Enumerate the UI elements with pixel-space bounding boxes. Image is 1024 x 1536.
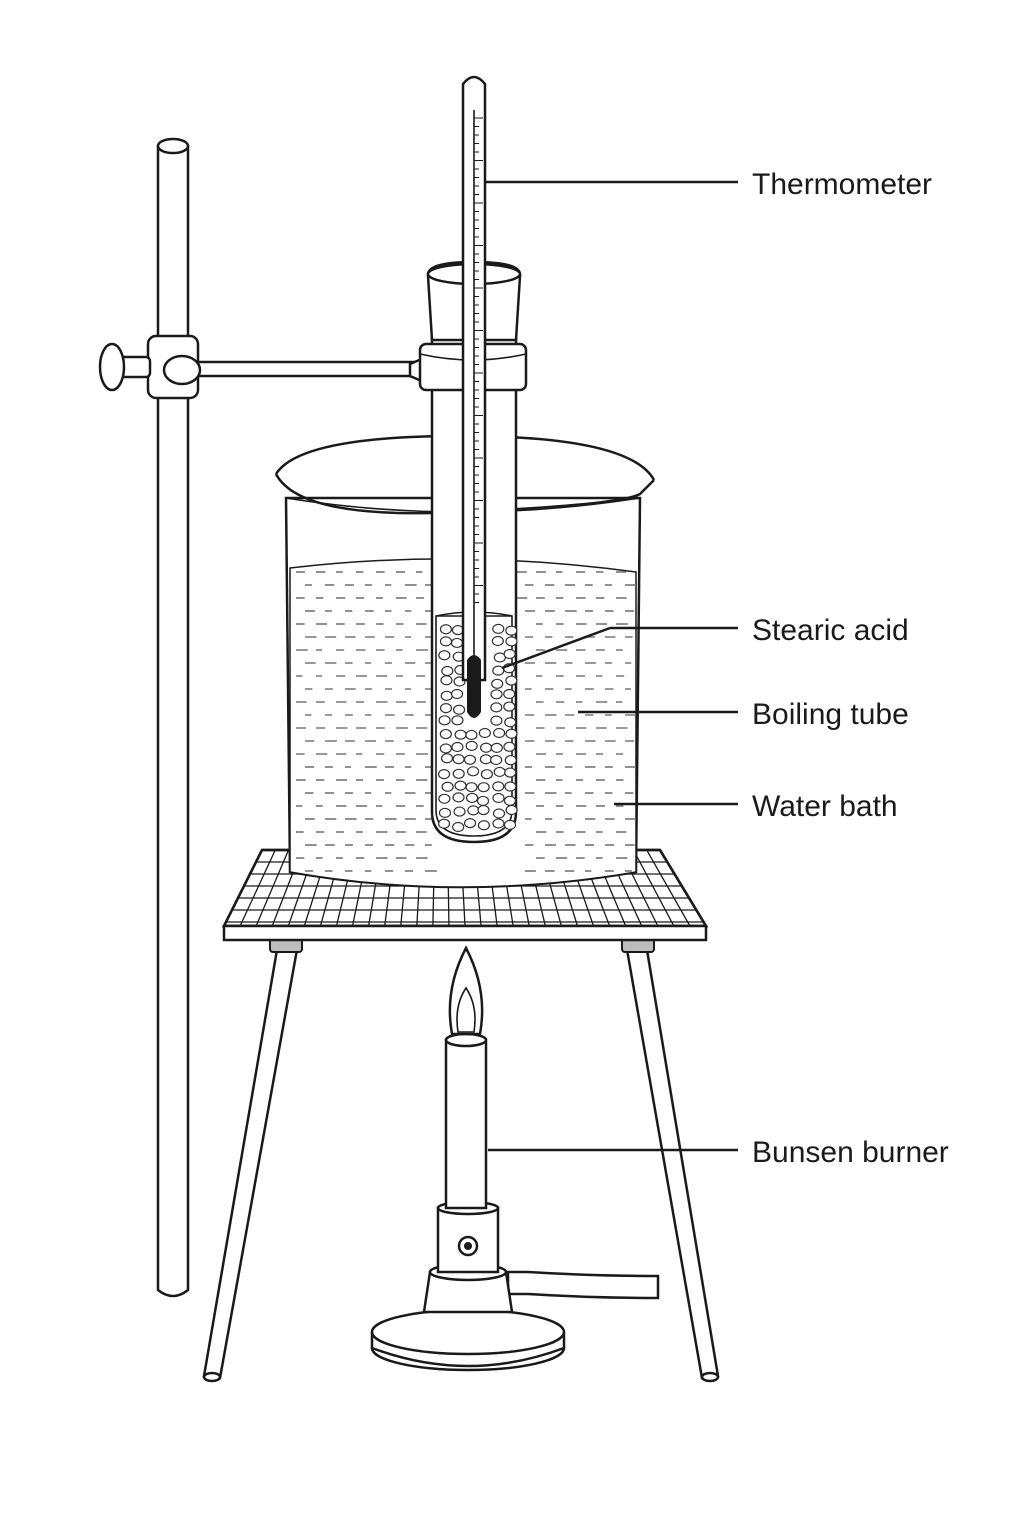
flame-icon — [448, 945, 484, 1036]
leader-lines — [486, 180, 738, 1152]
water-bath-label: Water bath — [752, 790, 898, 823]
boiling-tube-label: Boiling tube — [752, 698, 909, 731]
boiling-tube — [418, 260, 528, 844]
clamp-arm — [98, 334, 426, 400]
stearic-acid-label: Stearic acid — [752, 614, 909, 647]
thermometer-label: Thermometer — [752, 168, 932, 201]
water-bath — [296, 571, 636, 872]
thermometer — [461, 75, 487, 718]
stearic-acid-crystals — [437, 623, 518, 833]
retort-stand — [156, 137, 190, 1298]
bunsen-burner — [370, 945, 660, 1372]
bunsen-burner-label: Bunsen burner — [752, 1136, 949, 1169]
stearic-acid-leader-diagonal — [501, 626, 611, 670]
tripod — [202, 935, 720, 1383]
